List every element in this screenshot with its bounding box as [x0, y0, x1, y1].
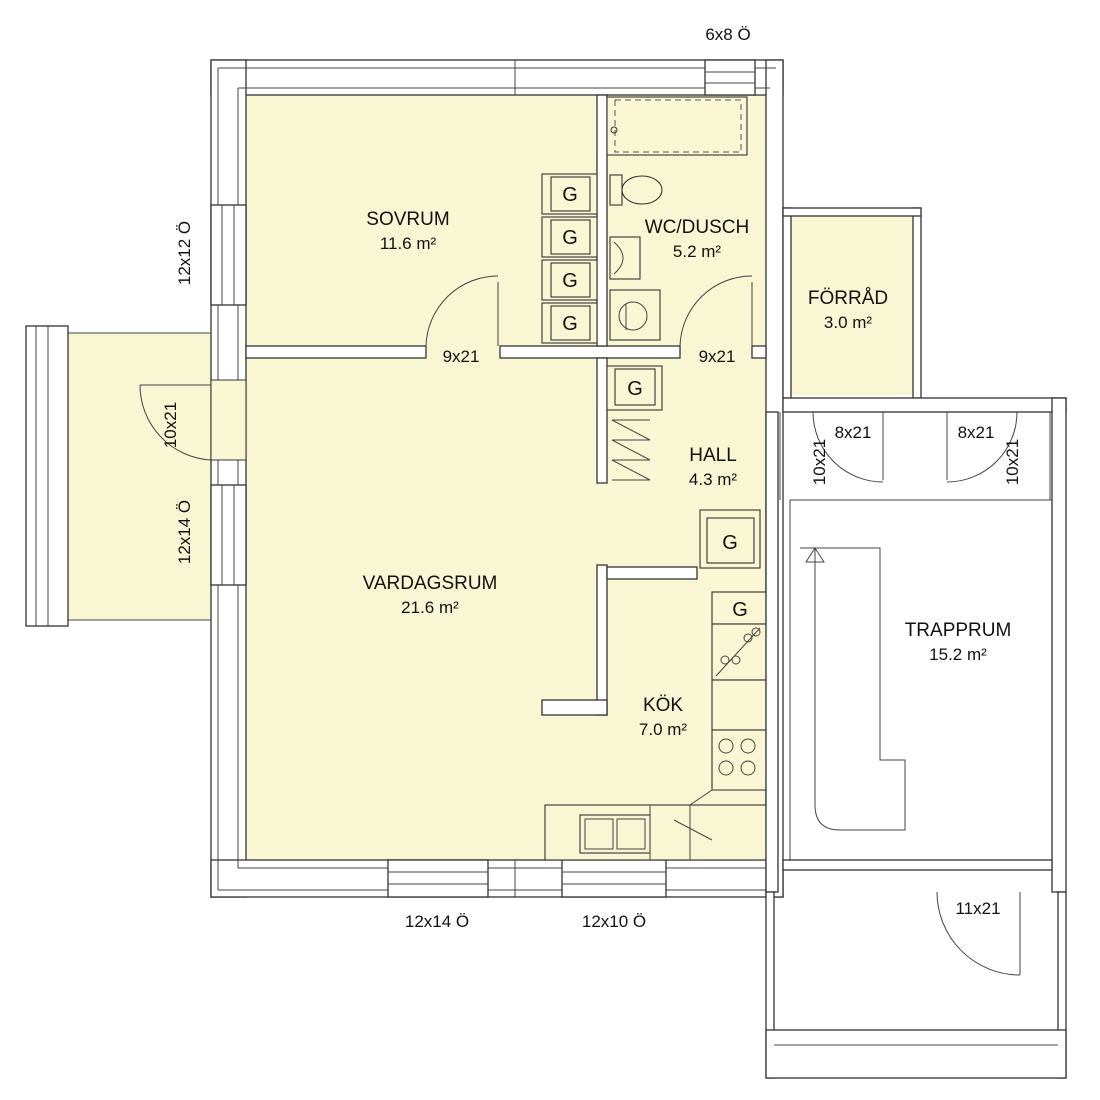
wardrobe-4-symbol: G — [562, 313, 578, 335]
room-hall-area: 4.3 m² — [689, 470, 738, 489]
forrad-floor — [788, 215, 913, 395]
door-wc — [679, 275, 753, 347]
hall-wardrobe: G — [606, 365, 663, 481]
wardrobe-2: G — [541, 216, 598, 258]
window-left-lower-label: 12x14 Ö — [175, 500, 194, 564]
vestibule-walls — [765, 891, 1067, 1079]
room-forrad-name: FÖRRÅD — [808, 288, 888, 309]
door-trapprum-top — [946, 411, 1051, 500]
room-wc-name: WC/DUSCH — [645, 217, 750, 238]
room-vardagsrum-name: VARDAGSRUM — [363, 573, 498, 594]
window-left-upper — [210, 204, 247, 306]
wardrobe-3: G — [541, 259, 598, 301]
kitchen-cabinet: G — [711, 591, 767, 625]
hall-wardrobe-symbol: G — [627, 378, 643, 400]
window-bottom-right — [561, 859, 667, 898]
wardrobe-4: G — [541, 302, 598, 344]
wardrobe-1: G — [541, 173, 598, 215]
door-balcony-label: 10x21 — [161, 402, 180, 448]
balcony-floor — [68, 333, 211, 620]
wardrobe-3-symbol: G — [562, 270, 578, 292]
kitchen-cabinet-symbol: G — [732, 599, 748, 621]
door-wc-label: 9x21 — [699, 347, 736, 366]
hall-closet: G — [699, 509, 761, 569]
door-sovrum — [425, 275, 499, 347]
fridge-icon — [711, 623, 767, 681]
window-top — [704, 59, 756, 96]
window-left-upper-label: 12x12 Ö — [175, 221, 194, 285]
room-kok-name: KÖK — [643, 695, 683, 716]
room-wc-area: 5.2 m² — [673, 242, 722, 261]
hall-closet-symbol: G — [722, 532, 738, 554]
door-balcony — [139, 384, 212, 461]
staircase-icon — [800, 547, 906, 831]
wardrobe-1-symbol: G — [562, 184, 578, 206]
room-trapprum-name: TRAPPRUM — [905, 620, 1012, 641]
room-sovrum-name: SOVRUM — [366, 209, 449, 230]
room-kok-area: 7.0 m² — [639, 720, 688, 739]
room-hall-name: HALL — [689, 445, 737, 466]
window-bottom-left — [387, 859, 489, 898]
door-trapprum-label: 8x21 — [958, 423, 995, 442]
room-sovrum-area: 11.6 m² — [380, 234, 437, 253]
door-forrad-label: 8x21 — [835, 423, 872, 442]
window-bottom-left-label: 12x14 Ö — [405, 912, 469, 931]
window-top-label: 6x8 Ö — [705, 25, 750, 44]
room-vardagsrum-area: 21.6 m² — [401, 598, 459, 617]
door-forrad — [779, 411, 884, 500]
door-trapprum-side-label: 10x21 — [1003, 439, 1022, 485]
toilet-icon — [609, 174, 663, 206]
bathtub-icon — [606, 96, 748, 156]
window-left-lower — [210, 484, 247, 586]
door-entrance — [936, 891, 1021, 976]
door-forrad-side-label: 10x21 — [810, 439, 829, 485]
room-trapprum-area: 15.2 m² — [929, 645, 987, 664]
wardrobe-2-symbol: G — [562, 227, 578, 249]
room-forrad-area: 3.0 m² — [824, 313, 873, 332]
door-sovrum-label: 9x21 — [443, 347, 480, 366]
window-bottom-right-label: 12x10 Ö — [582, 912, 646, 931]
interior-walls — [245, 94, 767, 716]
washing-machine-icon — [609, 289, 661, 341]
sink-icon — [609, 236, 641, 280]
apartment-floor — [246, 95, 766, 860]
door-entrance-label: 11x21 — [955, 899, 1000, 918]
balcony — [25, 325, 211, 627]
balcony-door-opening — [210, 379, 247, 461]
